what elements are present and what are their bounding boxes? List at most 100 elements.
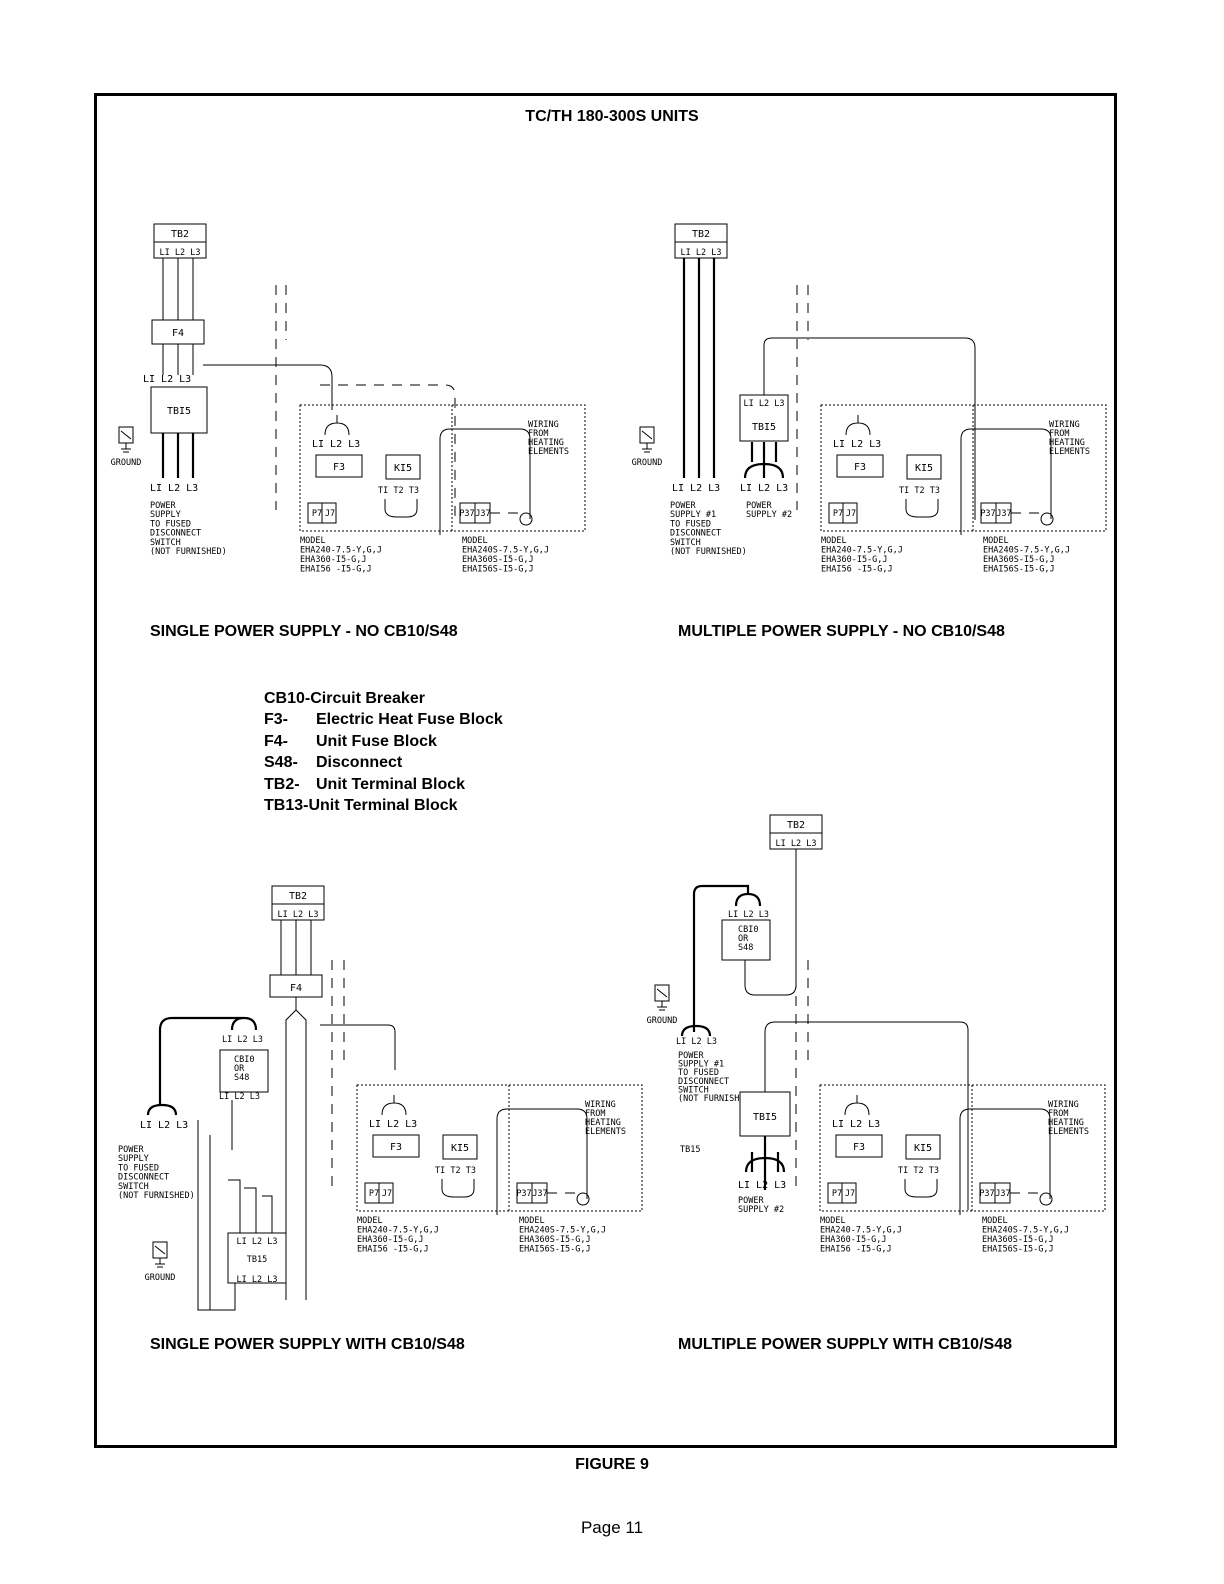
wiring-from-heating-label: HEATING: [528, 438, 564, 448]
wire-terminal: [441, 1179, 475, 1198]
wire: [763, 337, 976, 520]
p7-label: P7: [833, 509, 843, 519]
legend-row-tb2: TB2-Unit Terminal Block: [264, 774, 503, 795]
power-supply-1-label: SUPPLY #1: [678, 1060, 724, 1070]
f3-fuse-block: [315, 454, 363, 478]
power-supply-label: POWER: [118, 1145, 144, 1155]
power-supply-label: DISCONNECT: [150, 529, 201, 539]
power-supply-label: SUPPLY: [150, 510, 181, 520]
cb10-label: CBI0: [738, 925, 758, 935]
k15-contactor: [385, 454, 421, 480]
f3-label: F3: [853, 1142, 865, 1153]
wiring-from-heating-label: ELEMENTS: [585, 1127, 626, 1137]
lines-label: LI L2 L3: [312, 439, 360, 450]
wire: [146, 1103, 178, 1116]
panel-caption-multiple-no-cb: MULTIPLE POWER SUPPLY - NO CB10/S48: [678, 623, 1005, 640]
tb15-label: TBI5: [167, 406, 191, 417]
wiring-from-heating-label: WIRING: [1048, 1100, 1079, 1110]
wire-loop: [960, 428, 1052, 535]
figure-caption: FIGURE 9: [575, 1456, 649, 1473]
heating-element-terminal: [576, 1192, 590, 1206]
cb10-label: S48: [738, 943, 753, 953]
power-supply-label: POWER: [150, 501, 176, 511]
wire-fork: [845, 415, 871, 436]
ground-icon: [641, 430, 653, 440]
model-left-label: EHA240-7.5-Y,G,J: [820, 1226, 902, 1236]
model-right-label: EHAI56S-I5-G,J: [982, 1245, 1054, 1255]
power-supply-1-label: (NOT FURNISHED): [678, 1094, 755, 1104]
terminals-label: TI T2 T3: [899, 486, 940, 496]
legend-desc: Disconnect: [316, 754, 403, 772]
power-supply-1-label: SWITCH: [678, 1085, 709, 1095]
power-supply-1-label: TO FUSED: [678, 1068, 719, 1078]
heating-element-terminal: [1040, 512, 1054, 526]
wiring-from-heating-label: ELEMENTS: [1049, 447, 1090, 457]
wiring-from-heating-label: FROM: [528, 429, 548, 439]
wire-terminal: [904, 1179, 938, 1198]
wire: [744, 849, 797, 996]
legend-row-s48: S48-Disconnect: [264, 752, 503, 773]
lines-label: LI L2 L3: [681, 248, 722, 258]
wire: [203, 364, 333, 410]
wiring-from-heating-label: WIRING: [1049, 420, 1080, 430]
model-right-label: EHAI56S-I5-G,J: [462, 565, 534, 575]
power-supply-label: TO FUSED: [150, 519, 191, 529]
lines-label: LI L2 L3: [140, 1120, 188, 1131]
wire-fork: [844, 1095, 870, 1116]
wiring-from-heating-label: ELEMENTS: [528, 447, 569, 457]
heating-element-terminal: [519, 512, 533, 526]
f4-label: F4: [290, 983, 302, 994]
power-supply-1-label: POWER: [678, 1051, 704, 1061]
panel-caption-single-no-cb: SINGLE POWER SUPPLY - NO CB10/S48: [150, 623, 458, 640]
terminals-label: TI T2 T3: [898, 1166, 939, 1176]
power-supply-2-label: POWER: [746, 501, 772, 511]
ground-label: GROUND: [111, 458, 142, 468]
wire-fork: [381, 1095, 407, 1116]
wire: [680, 1024, 712, 1037]
tb15-block-c: [227, 1232, 287, 1284]
legend-row-f3: F3-Electric Heat Fuse Block: [264, 709, 503, 730]
power-supply-1-label: SWITCH: [670, 538, 701, 548]
lines-label: LI L2 L3: [278, 910, 319, 920]
heater-enclosure-c: [356, 1084, 643, 1212]
tb2-block-a: [153, 223, 207, 259]
cb10-s48-block-d: [721, 919, 771, 961]
p7-label: P7: [832, 1189, 842, 1199]
page-title: TC/TH 180-300S UNITS: [525, 108, 699, 125]
cb10-label: S48: [234, 1073, 249, 1083]
model-right-label: EHA360S-I5-G,J: [519, 1235, 591, 1245]
model-left-label: EHAI56 -I5-G,J: [300, 565, 372, 575]
wire-terminal: [384, 499, 418, 518]
f4-fuse-block-a: [151, 319, 205, 345]
panel-caption-multiple-with-cb: MULTIPLE POWER SUPPLY WITH CB10/S48: [678, 1336, 1012, 1353]
wire: [197, 1024, 396, 1311]
model-left-label: EHA240-7.5-Y,G,J: [300, 546, 382, 556]
model-left-label: EHA240-7.5-Y,G,J: [357, 1226, 439, 1236]
wire-dashed: [320, 384, 456, 520]
wire: [692, 884, 762, 1032]
heater-enclosure-d: [819, 1084, 1106, 1212]
j7-label: J7: [846, 509, 856, 519]
power-supply-label: SWITCH: [118, 1182, 149, 1192]
ground-label: GROUND: [632, 458, 663, 468]
k15-label: KI5: [451, 1143, 469, 1154]
lines-label: LI L2 L3: [237, 1237, 278, 1247]
model-left-label: EHAI56 -I5-G,J: [357, 1245, 429, 1255]
model-left-label: MODEL: [820, 1216, 846, 1226]
lines-label: LI L2 L3: [143, 374, 191, 385]
lines-label: LI L2 L3: [776, 839, 817, 849]
wiring-from-heating-label: HEATING: [585, 1118, 621, 1128]
tb2-label: TB2: [787, 820, 805, 831]
k15-contactor: [905, 1134, 941, 1160]
j37-label: J37: [995, 1189, 1010, 1199]
wire: [285, 997, 307, 1300]
lines-label: LI L2 L3: [740, 483, 788, 494]
tb2-label: TB2: [289, 891, 307, 902]
model-right-label: EHA240S-7.5-Y,G,J: [462, 546, 549, 556]
legend-desc: Unit Fuse Block: [316, 732, 437, 750]
wiring-from-heating-label: HEATING: [1048, 1118, 1084, 1128]
tb2-label: TB2: [171, 229, 189, 240]
p37-label: P37: [980, 509, 995, 519]
model-right-label: EHA360S-I5-G,J: [982, 1235, 1054, 1245]
